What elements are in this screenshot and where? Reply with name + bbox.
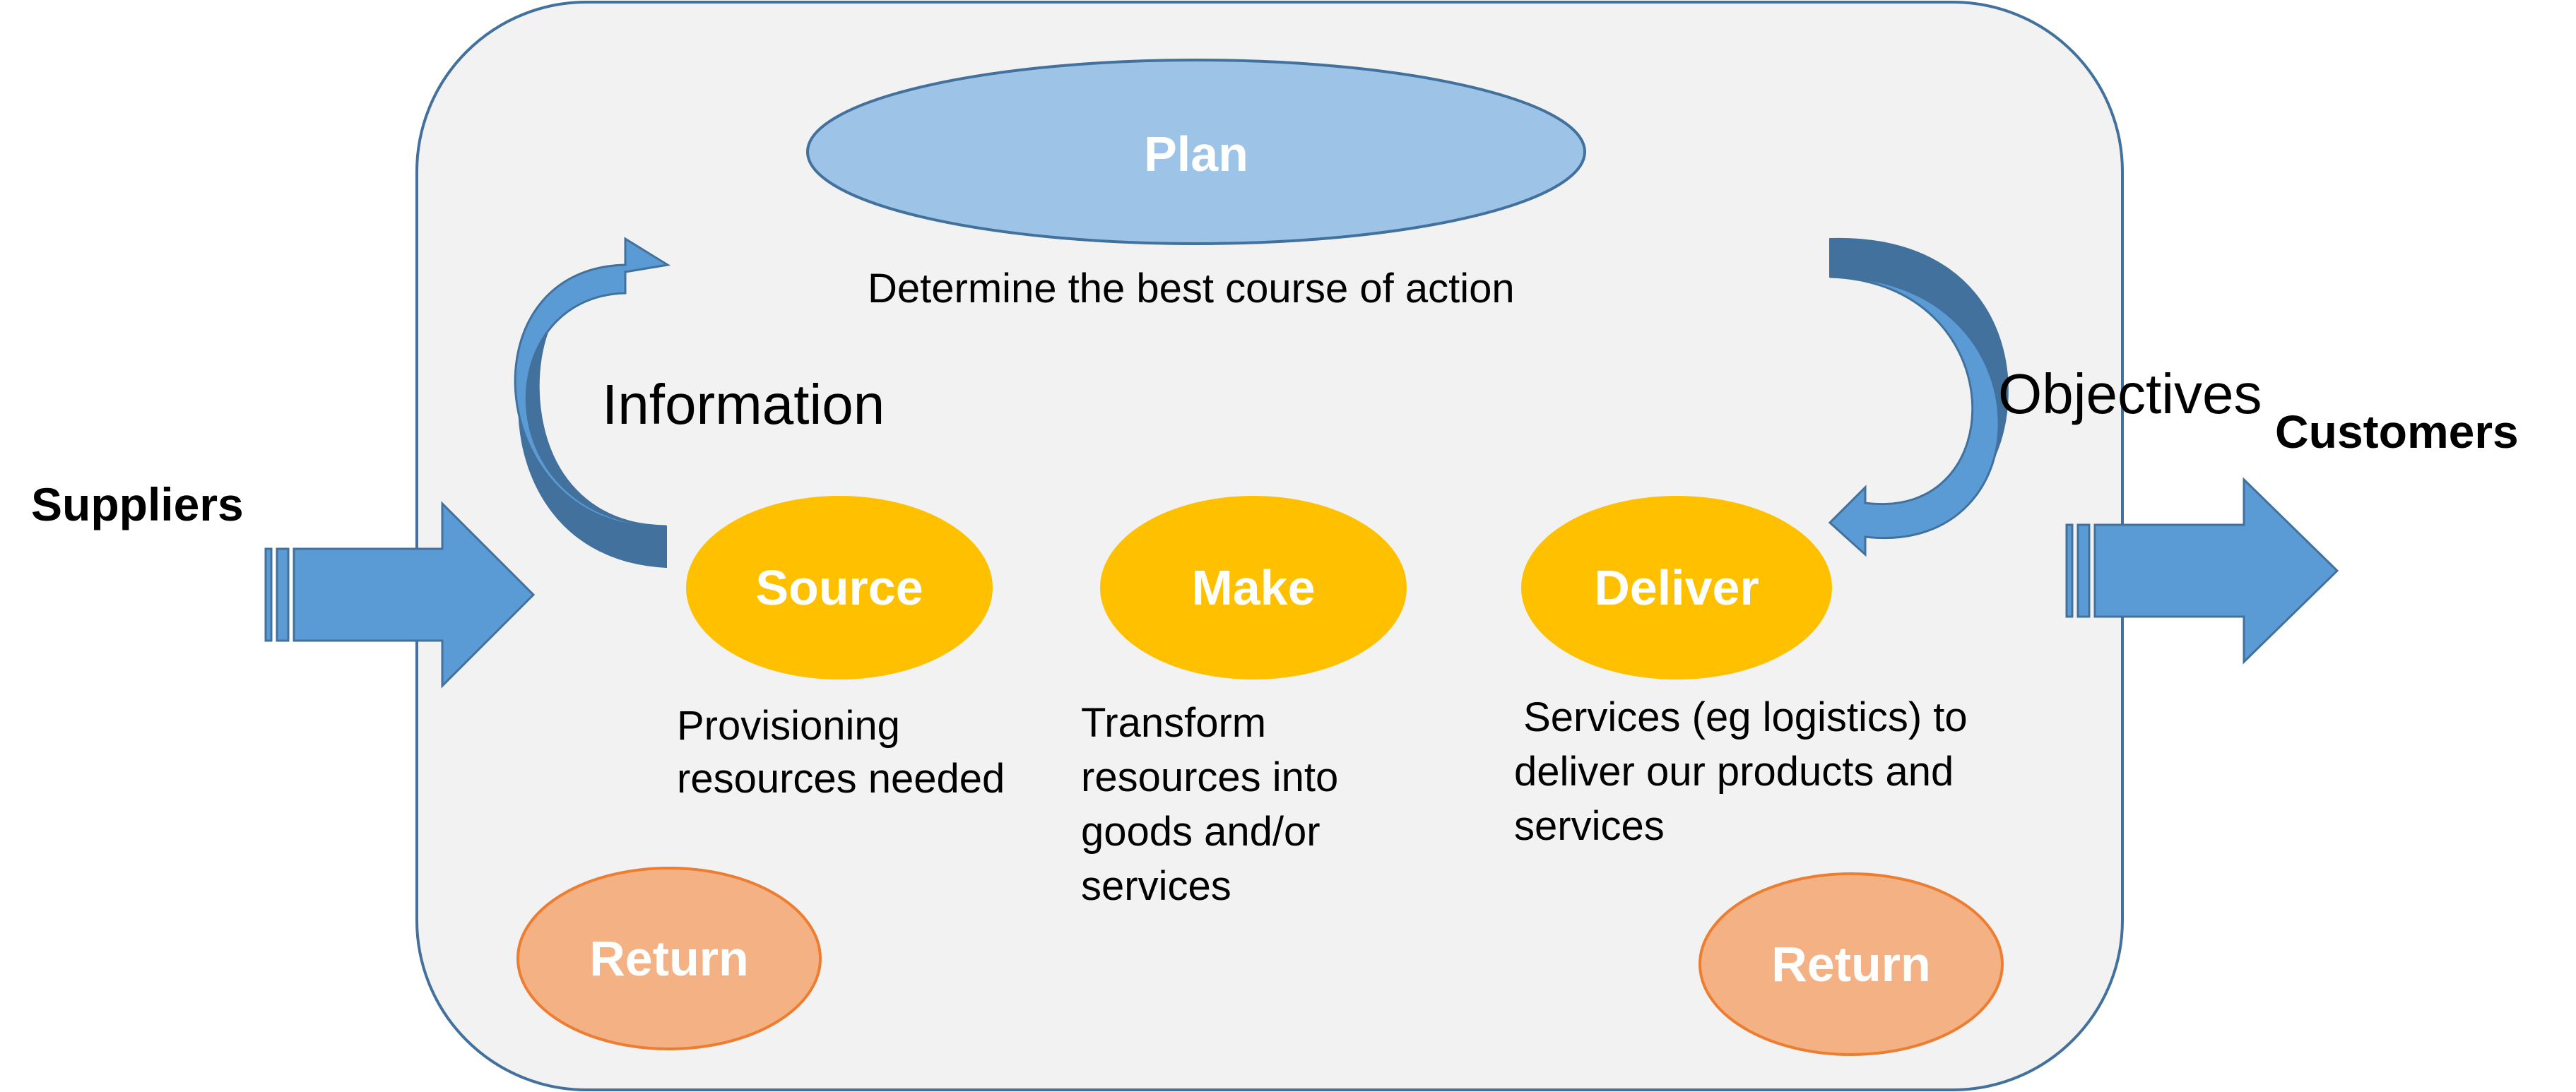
information-curved-arrow bbox=[514, 237, 671, 569]
make-description-line: goods and/or bbox=[1081, 809, 1321, 855]
plan-description: Determine the best course of action bbox=[868, 266, 1515, 311]
deliver-node bbox=[1521, 496, 1832, 679]
source-description: Provisioning resources needed bbox=[677, 703, 1005, 802]
deliver-description-line: deliver our products and bbox=[1514, 749, 1954, 795]
source-description-line: resources needed bbox=[677, 756, 1005, 802]
deliver-description-line: services bbox=[1514, 803, 1665, 849]
information-label: Information bbox=[602, 373, 885, 436]
customers-arrow bbox=[2065, 477, 2339, 665]
deliver-description: Services (eg logistics) to deliver our p… bbox=[1512, 694, 1968, 849]
source-node bbox=[686, 496, 993, 679]
customers-label: Customers bbox=[2275, 405, 2519, 458]
objectives-curved-arrow bbox=[1828, 237, 2009, 557]
make-description: Transform resources into goods and/or se… bbox=[1081, 700, 1349, 909]
make-label: Make bbox=[1191, 560, 1315, 615]
make-node bbox=[1100, 496, 1407, 679]
return-right-label: Return bbox=[1771, 937, 1931, 992]
return-left-node bbox=[516, 867, 822, 1050]
make-description-line: Transform bbox=[1081, 700, 1266, 746]
objectives-label: Objectives bbox=[1998, 362, 2262, 425]
source-label: Source bbox=[755, 560, 923, 615]
suppliers-arrow bbox=[264, 501, 536, 689]
suppliers-label: Suppliers bbox=[31, 478, 244, 530]
deliver-description-line: Services (eg logistics) to bbox=[1512, 694, 1968, 740]
plan-node bbox=[806, 59, 1586, 245]
return-left-label: Return bbox=[589, 931, 749, 986]
source-description-line: Provisioning bbox=[677, 703, 900, 749]
deliver-label: Deliver bbox=[1594, 560, 1759, 615]
make-description-line: services bbox=[1081, 863, 1231, 909]
make-description-line: resources into bbox=[1081, 754, 1338, 800]
return-right-node bbox=[1698, 872, 2004, 1056]
plan-label: Plan bbox=[1144, 126, 1248, 182]
